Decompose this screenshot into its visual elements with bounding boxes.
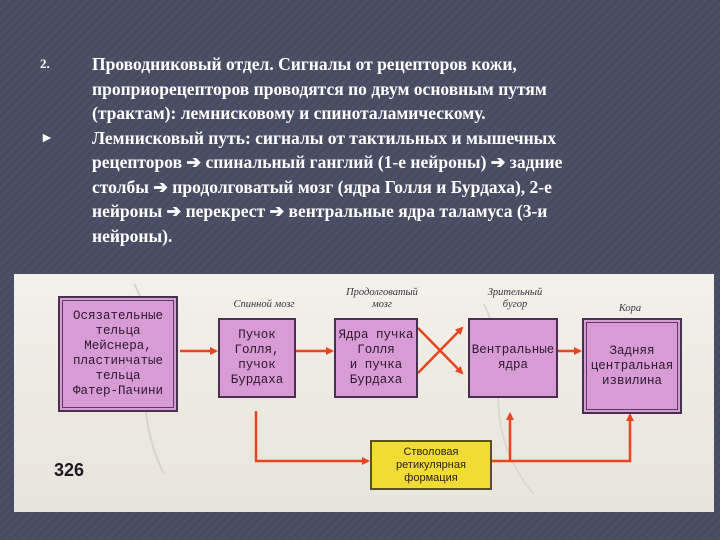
bullet-line: нейроны). <box>92 225 173 246</box>
box-label: Пучок Голля, пучок Бурдаха <box>230 328 284 387</box>
box-goll-burdach-bundles: Пучок Голля, пучок Бурдаха <box>218 318 296 398</box>
bullet-line: (трактам): лемнисковому и спиноталамичес… <box>92 103 486 123</box>
bullet-line: Лемнисковый путь: сигналы от тактильных … <box>92 127 557 148</box>
region-label-medulla: Продолговатый мозг <box>346 287 418 310</box>
triangle-bullet-icon: ► <box>40 130 54 146</box>
arrow-reticular-to-cortex <box>492 413 634 463</box>
bullet-line: Проводниковый отдел. Сигналы от рецептор… <box>92 54 517 74</box>
box-ventral-nuclei: Вентральные ядра <box>468 318 558 398</box>
box-label: Стволовая ретикулярная формация <box>396 445 466 484</box>
number-marker: 2. <box>40 56 50 71</box>
slide-text: 2. Проводниковый отдел. Сигналы от рецеп… <box>40 52 680 248</box>
box-goll-burdach-nuclei: Ядра пучка Голля и пучка Бурдаха <box>334 318 418 398</box>
box-label: Осязательные тельца Мейснера, пластинчат… <box>72 309 163 398</box>
box-label: Задняя центральная извилина <box>590 343 674 388</box>
region-label-spinal-cord: Спинной мозг <box>233 299 295 310</box>
bullet-conduction-section: 2. Проводниковый отдел. Сигналы от рецеп… <box>40 52 680 126</box>
region-label-cortex: Кора <box>618 303 642 314</box>
bullet-line: столбы ➔ продолговатый мозг (ядра Голля … <box>92 176 552 197</box>
box-reticular-formation: Стволовая ретикулярная формация <box>370 440 492 490</box>
arrow-crossing-up <box>417 326 464 374</box>
box-receptors: Осязательные тельца Мейснера, пластинчат… <box>58 296 178 412</box>
pathway-figure: Спинной мозг Продолговатый мозг Зрительн… <box>14 274 714 512</box>
bullet-lemniscal-path: ► Лемнисковый путь: сигналы от тактильны… <box>40 126 680 249</box>
bullet-line: нейроны ➔ перекрест ➔ вентральные ядра т… <box>92 201 548 221</box>
box-postcentral-gyrus: Задняя центральная извилина <box>582 318 682 414</box>
box-label: Ядра пучка Голля и пучка Бурдаха <box>338 328 414 387</box>
box-label: Вентральные ядра <box>471 343 555 372</box>
region-label-thalamus: Зрительный бугор <box>487 287 543 310</box>
bullet-line: проприорецепторов проводятся по двум осн… <box>92 78 547 99</box>
bullet-line: рецепторов ➔ спинальный ганглий (1-е ней… <box>92 152 563 172</box>
arrow-goll-to-reticular <box>254 411 370 465</box>
page-number: 326 <box>54 460 85 480</box>
